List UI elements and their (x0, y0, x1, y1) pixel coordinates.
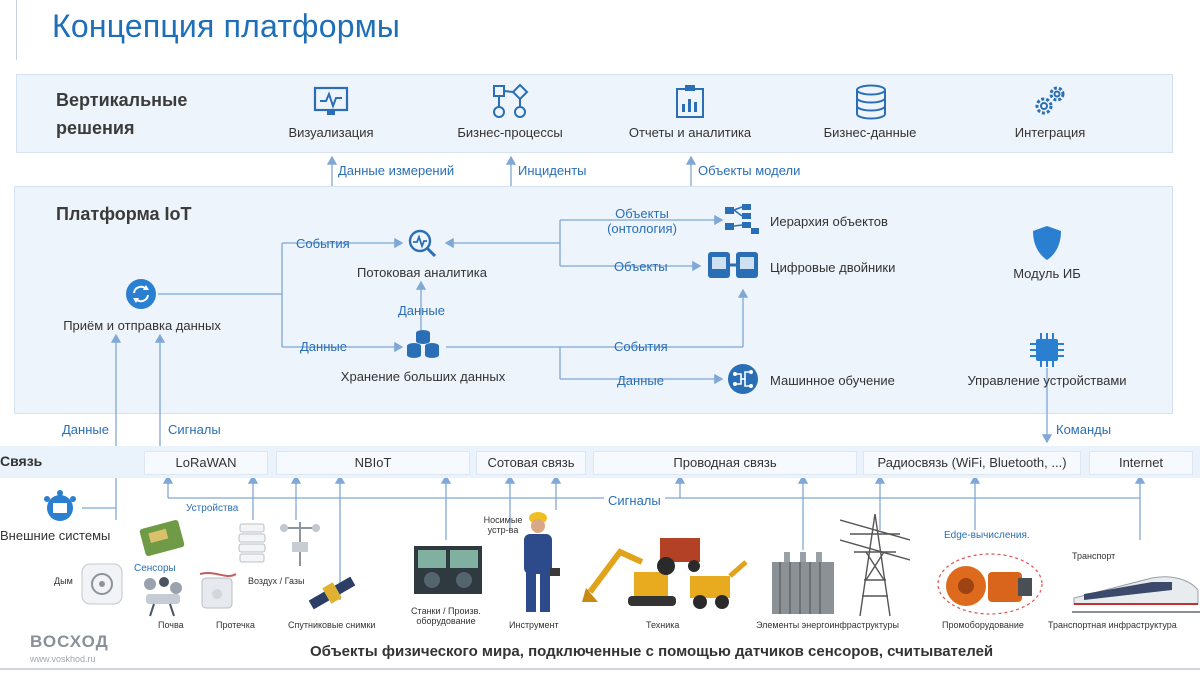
flow-label-signals: Сигналы (168, 422, 221, 437)
report-icon (676, 85, 704, 118)
leak-sensor-icon (199, 572, 237, 609)
bus-label-signals: Сигналы (604, 493, 665, 508)
brain-icon (728, 364, 758, 394)
big-data-storage-icon (407, 330, 439, 358)
power-tower-icon (840, 513, 910, 617)
edge-label-events-2: События (614, 339, 668, 354)
industrial-machine-icon (414, 546, 482, 594)
vertical-title-line1: Вертикальные (56, 90, 188, 110)
hierarchy-icon (725, 204, 759, 234)
field-leak: Протечка (216, 620, 255, 630)
conn-cellular: Сотовая связь (476, 451, 586, 475)
node-machine-learning: Машинное обучение (770, 373, 895, 388)
vert-item-reports: Отчеты и аналитика (628, 125, 752, 140)
monitor-chart-icon (313, 86, 349, 115)
conn-wired: Проводная связь (593, 451, 857, 475)
field-tool: Инструмент (509, 620, 559, 630)
node-security-module: Модуль ИБ (1013, 266, 1081, 281)
field-wearables-line2: устр-ва (487, 525, 519, 535)
field-transport: Транспорт (1072, 551, 1116, 561)
node-ingest: Приём и отправка данных (63, 318, 221, 333)
edge-label-data: Данные (300, 339, 347, 354)
vert-item-business-data: Бизнес-данные (823, 125, 917, 140)
edge-label-data-2: Данные (617, 373, 664, 388)
chip-icon (1030, 333, 1064, 367)
field-machines-line2: оборудование (416, 616, 476, 626)
air-sensor-icon (238, 523, 266, 563)
edge-label-objects-ontology-1: Объекты (615, 206, 669, 221)
edge-label-events: События (296, 236, 350, 251)
field-vehicles: Техника (646, 620, 680, 630)
node-object-hierarchy: Иерархия объектов (770, 214, 888, 229)
edge-label-objects-ontology-2: (онтология) (607, 221, 677, 236)
footer-caption: Объекты физического мира, подключенные с… (310, 643, 994, 660)
construction-vehicles-icon (582, 538, 748, 609)
vert-item-integration: Интеграция (1014, 125, 1086, 140)
conn-radio: Радиосвязь (WiFi, Bluetooth, ...) (863, 451, 1081, 475)
worker-icon (524, 512, 560, 612)
gears-icon (1035, 86, 1065, 115)
database-icon (856, 84, 886, 120)
flow-label-data: Данные (62, 422, 109, 437)
conn-nbiot: NBIoT (276, 451, 470, 475)
sync-icon (126, 279, 156, 309)
flow-label-model-objects: Объекты модели (698, 163, 801, 178)
edge-label-objects-ontology: Объекты (онтология) (607, 206, 677, 236)
field-industrial-equipment: Промоборудование (942, 620, 1024, 630)
field-label-edge: Edge-вычисления. (944, 530, 1030, 541)
field-label-devices: Устройства (186, 503, 239, 514)
vert-item-visualization: Визуализация (288, 125, 374, 140)
transformer-icon (772, 552, 834, 614)
node-big-data-storage: Хранение больших данных (340, 369, 506, 384)
field-energy-infrastructure: Элементы энергоинфраструктуры (756, 620, 899, 630)
iot-platform-panel (14, 186, 1173, 414)
flowchart-icon (493, 84, 529, 118)
shield-icon (1033, 226, 1061, 260)
node-digital-twins: Цифровые двойники (770, 260, 896, 275)
digital-twin-icon (708, 252, 758, 278)
soil-sensor-icon (144, 577, 182, 617)
field-wearables: Носимые устр-ва (484, 515, 523, 535)
edge-label-objects: Объекты (614, 259, 668, 274)
field-soil: Почва (158, 620, 184, 630)
field-air-gases: Воздух / Газы (248, 576, 305, 586)
field-machines-line1: Станки / Произв. (411, 606, 481, 616)
field-smoke: Дым (54, 576, 73, 586)
field-transport-infrastructure: Транспортная инфраструктура (1048, 620, 1177, 630)
logo-url: www.voskhod.ru (30, 654, 96, 664)
field-external-systems: Внешние системы (0, 528, 111, 543)
vert-item-business-processes: Бизнес-процессы (457, 125, 563, 140)
flow-label-measurements: Данные измерений (338, 163, 455, 178)
edge-label-data-up: Данные (398, 303, 445, 318)
train-icon (1072, 576, 1200, 613)
field-wearables-line1: Носимые (483, 515, 523, 525)
title-rule (16, 0, 17, 60)
flow-label-incidents: Инциденты (518, 163, 587, 178)
stream-analytics-icon (408, 229, 437, 258)
connectivity-title: Связь (0, 453, 43, 469)
logo: ВОСХОД (30, 632, 109, 651)
vertical-solutions-title: Вертикальные решения (56, 86, 187, 142)
node-stream-analytics: Потоковая аналитика (357, 265, 487, 280)
node-device-management: Управление устройствами (967, 373, 1127, 388)
external-systems-icon (44, 490, 76, 521)
conn-internet: Internet (1089, 451, 1193, 475)
vertical-title-line2: решения (56, 118, 135, 138)
vertical-solutions-panel (16, 74, 1173, 153)
lora-device-icon (139, 519, 185, 557)
conn-lorawan: LoRaWAN (144, 451, 268, 475)
field-label-sensors: Сенсоры (134, 563, 176, 574)
iot-platform-title: Платформа IoT (56, 204, 192, 224)
field-machines: Станки / Произв. оборудование (411, 606, 481, 626)
footer-rule (0, 668, 1200, 670)
industrial-pump-icon (937, 553, 1043, 615)
flow-label-commands: Команды (1056, 422, 1112, 437)
field-satellite-images: Спутниковые снимки (288, 620, 376, 630)
weather-station-icon (280, 522, 320, 566)
page-title: Концепция платформы (52, 8, 401, 44)
smoke-detector-icon (81, 563, 123, 605)
satellite-icon (308, 576, 356, 610)
